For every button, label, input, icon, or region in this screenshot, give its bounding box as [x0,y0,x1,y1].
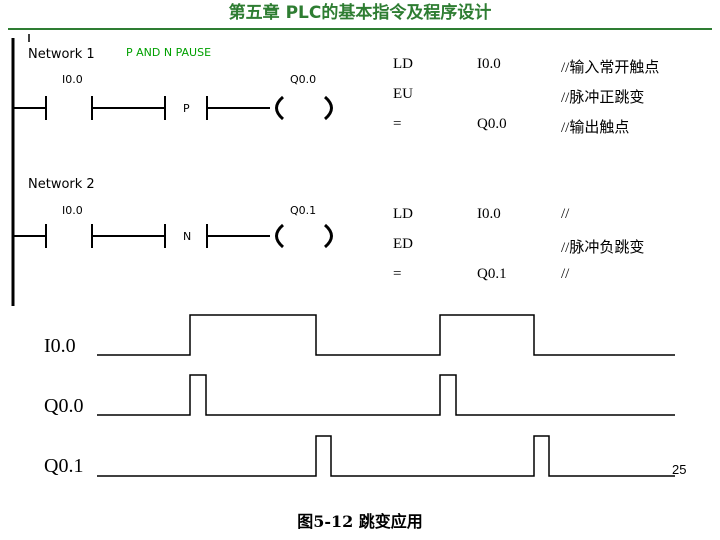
stl-op: ED [393,236,413,252]
stl-op: LD [393,206,413,222]
stl-operand: I0.0 [477,206,501,222]
stl-comment: // [561,206,570,222]
stl-op: EU [393,86,413,102]
network-1-contact-address: I0.0 [62,73,83,86]
signal-label-i00: I0.0 [44,335,76,357]
stl-comment: //输入常开触点 [561,60,660,76]
network-2-coil [275,223,285,249]
network-2-edge-label: N [183,230,191,243]
page-number: 25 [672,462,687,477]
page-title: 第五章 PLC的基本指令及程序设计 [228,3,492,23]
network-1-comment: P AND N PAUSE [126,46,211,59]
stl-comment: //脉冲负跳变 [561,240,645,256]
waveform-i00 [97,314,675,356]
stl-op: = [393,116,402,132]
network-2-label: Network 2 [28,177,95,192]
stl-operand: I0.0 [477,56,501,72]
stl-operand: Q0.0 [477,116,507,132]
network-2-coil-address: Q0.1 [290,204,316,217]
network-1-label: Network 1 [28,47,95,62]
stl-operand: Q0.1 [477,266,507,282]
stl-op: = [393,266,402,282]
waveform-q00 [97,374,675,416]
timing-diagram: I0.0 Q0.0 Q0.1 [44,314,675,477]
network-1: Network 1 P AND N PAUSE I0.0 Q0.0 P [13,46,333,121]
network-1-coil-address: Q0.0 [290,73,316,86]
figure-caption: 图5-12 跳变应用 [297,512,423,531]
stl-op: LD [393,56,413,72]
ladder-diagram: Network 1 P AND N PAUSE I0.0 Q0.0 P Netw… [11,34,333,306]
network-1-coil [275,95,285,121]
network-1-edge-label: P [183,102,190,115]
waveform-q01 [97,435,675,477]
network-2: Network 2 I0.0 Q0.1 N [13,177,333,249]
stl-comment: // [561,266,570,282]
title-divider [8,28,712,30]
signal-label-q00: Q0.0 [44,395,83,417]
network-2-contact-address: I0.0 [62,204,83,217]
stl-comment: //脉冲正跳变 [561,90,645,106]
signal-label-q01: Q0.1 [44,455,83,477]
stl-comment: //输出触点 [561,120,630,136]
